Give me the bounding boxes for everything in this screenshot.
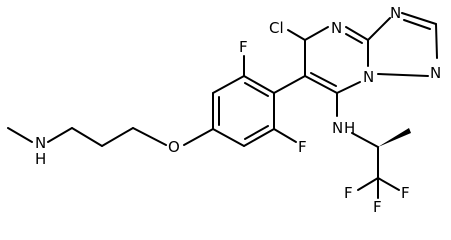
bond-pym-c7-c6-inner <box>310 72 337 87</box>
bond-pym-n4-c3a-inner <box>345 33 363 44</box>
bond-tri-c2-n3 <box>435 23 438 59</box>
bond-tri-n1-c2 <box>401 12 437 25</box>
atom-h-amine-left: H <box>35 150 46 168</box>
bond-cf3-f-b <box>357 177 379 191</box>
bond-pym-c7-c6 <box>304 75 338 94</box>
bond-methyl-n <box>7 127 33 143</box>
bond-ring-a5-inner <box>244 125 269 140</box>
bond-ch2-ch2-b <box>101 127 134 147</box>
atom-n-amine-left: N <box>35 134 46 152</box>
atom-f-top: F <box>239 38 248 56</box>
atom-labels: N H O F F Cl N N N N N H F F F <box>35 4 441 216</box>
bond-pym-n4-c3a <box>345 26 369 41</box>
bond-aryl-f-mid <box>273 128 297 143</box>
bond-ring-a5 <box>243 128 275 147</box>
bond-n-ch2 <box>47 127 73 143</box>
bond-nh-ch <box>351 132 379 148</box>
atom-n-amine-right: N <box>332 119 343 137</box>
atom-f-mid: F <box>298 138 307 156</box>
bond-tri-n3-n8 <box>377 73 429 77</box>
atom-f-cf3-b: F <box>344 184 353 202</box>
atom-f-cf3-a: F <box>373 198 382 216</box>
bonds <box>7 12 438 199</box>
atom-cl: Cl <box>269 19 284 37</box>
atom-n-pyrimidine: N <box>331 19 342 37</box>
bond-ring-a3-inner <box>244 82 269 97</box>
bond-ch2-ch2 <box>71 127 103 147</box>
atom-n-bridge: N <box>363 68 374 86</box>
bond-aryl-pyrimidine <box>273 75 306 94</box>
atom-n-triazole-top: N <box>390 4 401 22</box>
bond-ring-a3 <box>243 75 275 94</box>
wedge-methyl <box>378 128 411 147</box>
bond-ch2-o <box>132 127 167 146</box>
bond-tri-c3a-n1 <box>367 17 391 41</box>
bond-o-aryl <box>183 128 214 146</box>
atom-o-ether: O <box>168 138 180 156</box>
bond-ring-a6 <box>212 128 245 147</box>
atom-n-triazole-right: N <box>430 64 441 82</box>
bond-pym-c5-n4 <box>304 26 329 41</box>
atom-h-amine-right: H <box>344 119 355 137</box>
bond-pym-cl <box>287 29 306 41</box>
bond-tri-n1-c2-inner <box>403 19 431 30</box>
bond-ring-a2 <box>212 75 245 94</box>
bond-pym-n8-c7 <box>336 81 361 94</box>
bond-cf3-f-c <box>377 177 400 191</box>
atom-f-cf3-c: F <box>401 184 410 202</box>
